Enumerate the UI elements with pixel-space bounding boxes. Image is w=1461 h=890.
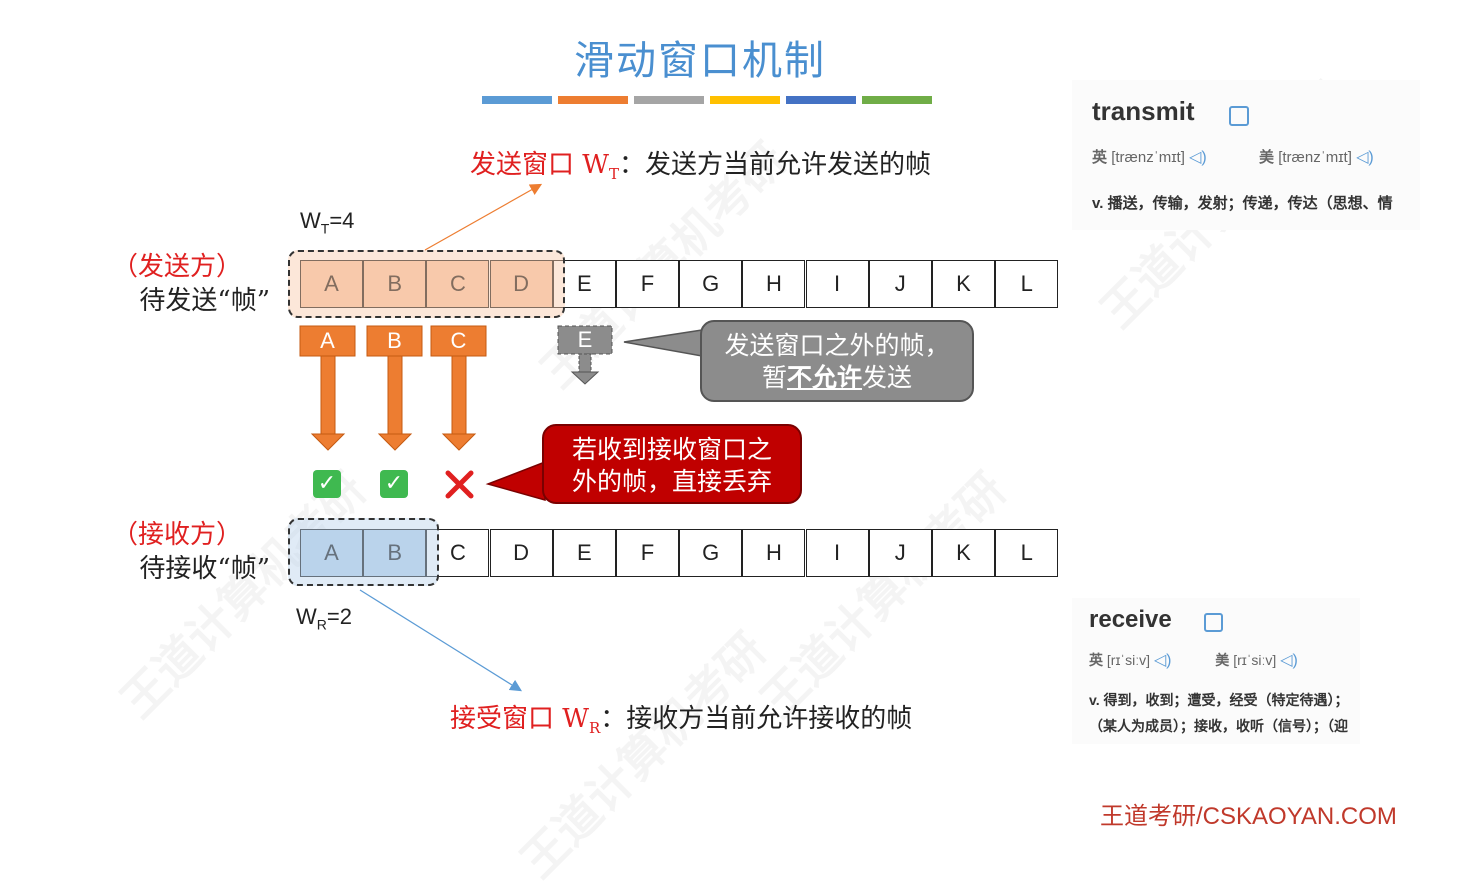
receiver-frame-g: G [679,529,743,577]
sender-frame-h: H [742,260,806,308]
receiver-frame-f: F [616,529,679,577]
dict-card-transmit: transmit 英 [trænzˈmɪt] ◁) 美 [trænzˈmɪt] … [1072,80,1420,230]
gray-callout-line1: 发送窗口之外的帧， [724,331,950,360]
receiver-frame-j: J [868,529,932,577]
watermark: 王道计算机考研 [510,622,777,889]
uk-phonetic: [rɪˈsiːv] [1106,652,1150,668]
sent-frame-label-C: C [450,328,467,353]
red-callout-line1: 若收到接收窗口之 [571,435,772,464]
speaker-icon[interactable]: ◁) [1153,652,1172,669]
check-icon: ✓ [313,470,341,498]
receiver-window-size: WR=2 [296,604,352,633]
cross-icon [445,470,474,499]
receiver-desc: 待接收“帧” [139,554,270,584]
dict-definition-transmit: v. 播送，传输，发射；传递，传达（思想、情 [1092,195,1393,212]
title-bar-4 [710,96,780,104]
title-bar-6 [862,96,932,104]
receiver-role: （接收方） [111,520,242,550]
receiver-frame-k: K [932,529,995,577]
title-bar-3 [634,96,704,104]
gray-callout: 发送窗口之外的帧， 暂不允许发送 [700,320,974,402]
sender-desc: 待发送“帧” [139,286,270,316]
receiver-frame-c: C [426,529,490,577]
red-callout-tail [485,460,546,501]
receiver-window-definition: 接受窗口 WR：接收方当前允许接收的帧 [450,698,912,737]
sender-frame-g: G [679,260,743,308]
speaker-icon[interactable]: ◁) [1189,149,1207,166]
sender-frame-a: A [300,260,363,308]
receiver-def-text: ：接收方当前允许接收的帧 [600,704,913,734]
speaker-icon[interactable]: ◁) [1280,652,1298,669]
title-bar-1 [482,96,552,104]
title-bar-2 [558,96,628,104]
sender-frame-l: L [995,260,1059,308]
dict-word-transmit: transmit [1092,96,1195,126]
sender-definition-pointer [424,183,543,251]
red-callout-line2: 外的帧，直接丢弃 [571,467,772,496]
sender-frame-j: J [868,260,932,308]
us-label: 美 [1215,652,1230,668]
add-to-wordbook-icon[interactable] [1229,105,1250,126]
us-label: 美 [1259,149,1275,166]
sent-frame-label-B: B [387,328,402,353]
receiver-definition-pointer [359,589,523,692]
receiver-def-prefix: 接受窗口 W [450,704,589,734]
sender-frame-b: B [363,260,427,308]
receiver-label: （接收方） 待接收“帧” [80,518,270,586]
title-bar-5 [786,96,856,104]
dict-definition-receive-1: v. 得到，收到；遭受，经受（特定待遇）； [1089,692,1349,708]
receiver-frame-h: H [742,529,806,577]
receiver-frame-e: E [552,529,616,577]
sender-window-size: WT=4 [300,208,355,237]
sender-window-definition: 发送窗口 WT：发送方当前允许发送的帧 [470,144,931,183]
uk-label: 英 [1092,149,1108,166]
sender-def-prefix: 发送窗口 W [470,150,609,180]
receiver-window [288,518,439,586]
slide-title: 滑动窗口机制 [574,38,826,84]
gray-callout-tail [623,329,703,357]
receiver-frame-i: I [805,529,869,577]
receiver-frame-d: D [489,529,553,577]
gray-callout-line2: 暂不允许发送 [761,363,913,392]
sent-frame-label-A: A [320,328,335,353]
sender-frame-k: K [932,260,995,308]
speaker-icon[interactable]: ◁) [1356,149,1374,166]
us-phonetic: [rɪˈsiːv] [1233,652,1277,668]
sender-frame-d: D [489,260,553,308]
sender-frame-f: F [616,260,679,308]
receiver-frame-b: B [363,529,427,577]
uk-label: 英 [1089,652,1103,668]
receiver-frame-a: A [300,529,363,577]
us-phonetic: [trænzˈmɪt] [1278,149,1352,166]
add-to-wordbook-icon[interactable] [1204,613,1224,633]
sender-label: （发送方） 待发送“帧” [80,250,270,318]
receiver-def-sub: R [589,719,601,738]
sender-window [288,250,565,318]
uk-phonetic: [trænzˈmɪt] [1111,149,1185,166]
sender-def-sub: T [609,165,620,184]
sender-frame-c: C [426,260,490,308]
sender-def-text: ：发送方当前允许发送的帧 [619,150,932,180]
dict-card-receive: receive 英 [rɪˈsiːv] ◁) 美 [rɪˈsiːv] ◁) v.… [1072,598,1360,744]
blocked-frame-label: E [577,327,593,352]
red-callout: 若收到接收窗口之 外的帧，直接丢弃 [542,424,802,504]
check-icon: ✓ [380,470,408,498]
dict-word-receive: receive [1089,606,1172,633]
sender-role: （发送方） [111,252,242,282]
sender-frame-i: I [805,260,869,308]
dict-definition-receive-2: （某人为成员）；接收，收听（信号）；（迎 [1089,718,1348,734]
receiver-frame-l: L [995,529,1059,577]
